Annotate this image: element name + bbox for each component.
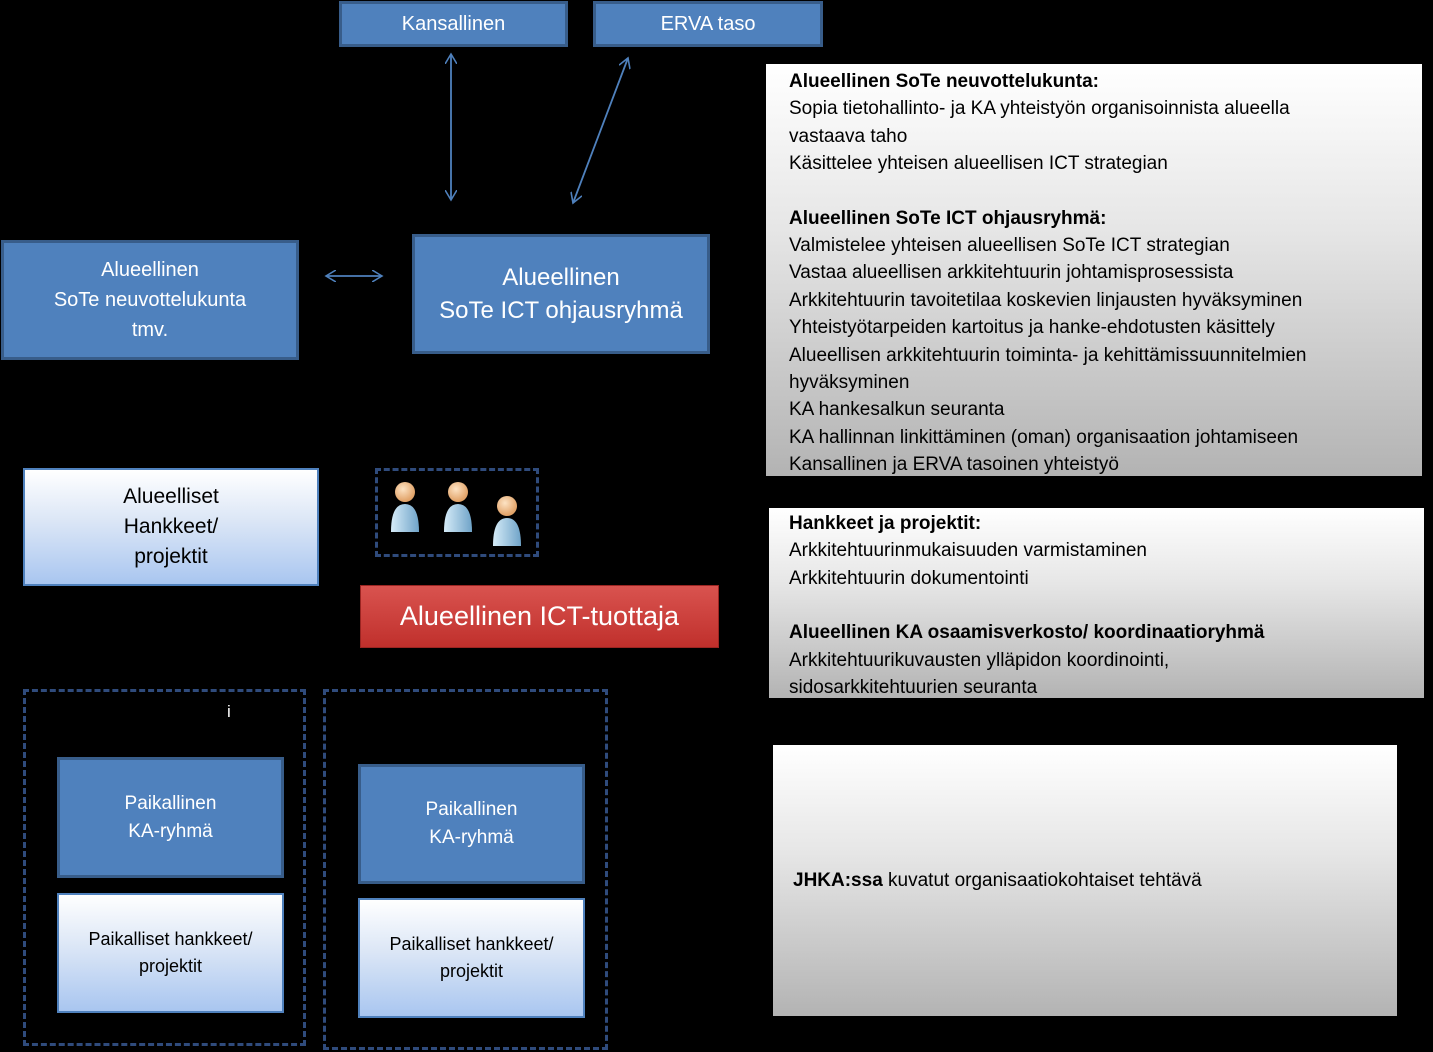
person-icon [391, 482, 419, 532]
arrow-erva-ohjausryhma [573, 58, 628, 203]
ohjausryhma-line-1: Alueellinen [502, 264, 620, 291]
panel2-line-2: Arkkitehtuurin dokumentointi [789, 567, 1029, 589]
local-group-right [323, 689, 608, 1050]
panel1-item: Yhteistyötarpeiden kartoitus ja hanke-eh… [789, 317, 1275, 339]
local-ka-1-line-1: Paikallinen [124, 792, 217, 814]
ict-tuottaja-label: Alueellinen ICT-tuottaja [399, 601, 680, 631]
panel2-heading-1: Hankkeet ja projektit: [789, 513, 982, 534]
panel2-line-3: Arkkitehtuurikuvausten ylläpidon koordin… [789, 649, 1170, 671]
erva-box: ERVA taso [593, 1, 823, 47]
panel1-item: Vastaa alueellisen arkkitehtuurin johtam… [789, 262, 1234, 284]
panel1-item: Valmistelee yhteisen alueellisen SoTe IC… [789, 235, 1230, 257]
local-ka-1-line-2: KA-ryhmä [128, 820, 213, 842]
erva-label: ERVA taso [660, 12, 756, 35]
panel2-line-4: sidosarkkitehtuurien seuranta [789, 677, 1038, 699]
panel1-item: KA hallinnan linkittäminen (oman) organi… [789, 426, 1299, 448]
hankkeet-line-3: projektit [134, 545, 208, 568]
neuvottelukunta-line-2: SoTe neuvottelukunta [53, 289, 247, 311]
responsibilities-panel-regional: Alueellinen SoTe neuvottelukunta: Sopia … [766, 64, 1422, 476]
panel1-item: Alueellisen arkkitehtuurin toiminta- ja … [789, 344, 1307, 366]
local-projects-box-2: Paikalliset hankkeet/ projektit [358, 898, 585, 1018]
panel1-item: hyväksyminen [789, 372, 910, 394]
people-group [375, 468, 539, 557]
local-proj-1-line-1: Paikalliset hankkeet/ [88, 929, 253, 949]
ohjausryhma-line-2: SoTe ICT ohjausryhmä [439, 297, 683, 324]
hankkeet-line-1: Alueelliset [123, 485, 219, 508]
neuvottelukunta-box: Alueellinen SoTe neuvottelukunta tmv. [1, 240, 299, 360]
panel3-text: JHKA:ssa kuvatut organisaatiokohtaiset t… [793, 867, 1202, 894]
local-ka-2-line-1: Paikallinen [425, 799, 518, 820]
local-ka-box-2: Paikallinen KA-ryhmä [358, 764, 585, 884]
ict-tuottaja-box: Alueellinen ICT-tuottaja [360, 585, 719, 648]
local-ka-2-line-2: KA-ryhmä [429, 827, 514, 848]
panel1-line-3: Käsittelee yhteisen alueellisen ICT stra… [789, 153, 1168, 175]
local-ka-box-1: Paikallinen KA-ryhmä [57, 757, 284, 878]
local-proj-1-line-2: projektit [138, 956, 203, 976]
hankkeet-line-2: Hankkeet/ [123, 515, 219, 538]
responsibilities-panel-local: JHKA:ssa kuvatut organisaatiokohtaiset t… [773, 745, 1397, 1016]
neuvottelukunta-line-1: Alueellinen [101, 259, 199, 281]
panel2-heading-2: Alueellinen KA osaamisverkosto/ koordina… [789, 622, 1265, 644]
panel1-line-2: vastaava taho [789, 125, 908, 147]
panel3-bold: JHKA:ssa [793, 869, 883, 891]
panel2-line-1: Arkkitehtuurinmukaisuuden varmistaminen [789, 540, 1147, 562]
person-icon [444, 482, 472, 532]
responsibilities-panel-projects: Hankkeet ja projektit: Arkkitehtuurinmuk… [769, 508, 1424, 698]
alueelliset-hankkeet-box: Alueelliset Hankkeet/ projektit [23, 468, 319, 586]
panel3-rest: kuvatut organisaatiokohtaiset tehtävä [882, 869, 1202, 891]
local-projects-box-1: Paikalliset hankkeet/ projektit [57, 893, 284, 1013]
neuvottelukunta-line-3: tmv. [131, 319, 169, 341]
panel1-item: Kansallinen ja ERVA tasoinen yhteistyö [789, 454, 1119, 476]
local-group-left-marker: i [227, 702, 231, 721]
local-proj-2-line-2: projektit [439, 961, 504, 981]
panel1-item: KA hankesalkun seuranta [789, 399, 1005, 421]
panel1-item: Arkkitehtuurin tavoitetilaa koskevien li… [789, 289, 1303, 311]
local-group-left [23, 689, 306, 1046]
kansallinen-label: Kansallinen [401, 12, 506, 35]
panel1-heading-2: Alueellinen SoTe ICT ohjausryhmä: [789, 207, 1107, 229]
person-icon [493, 496, 521, 546]
panel1-line-1: Sopia tietohallinto- ja KA yhteistyön or… [789, 98, 1290, 120]
local-proj-2-line-1: Paikalliset hankkeet/ [389, 934, 554, 954]
ohjausryhma-box: Alueellinen SoTe ICT ohjausryhmä [412, 234, 710, 354]
panel1-heading-1: Alueellinen SoTe neuvottelukunta: [789, 71, 1100, 92]
kansallinen-box: Kansallinen [339, 1, 568, 47]
